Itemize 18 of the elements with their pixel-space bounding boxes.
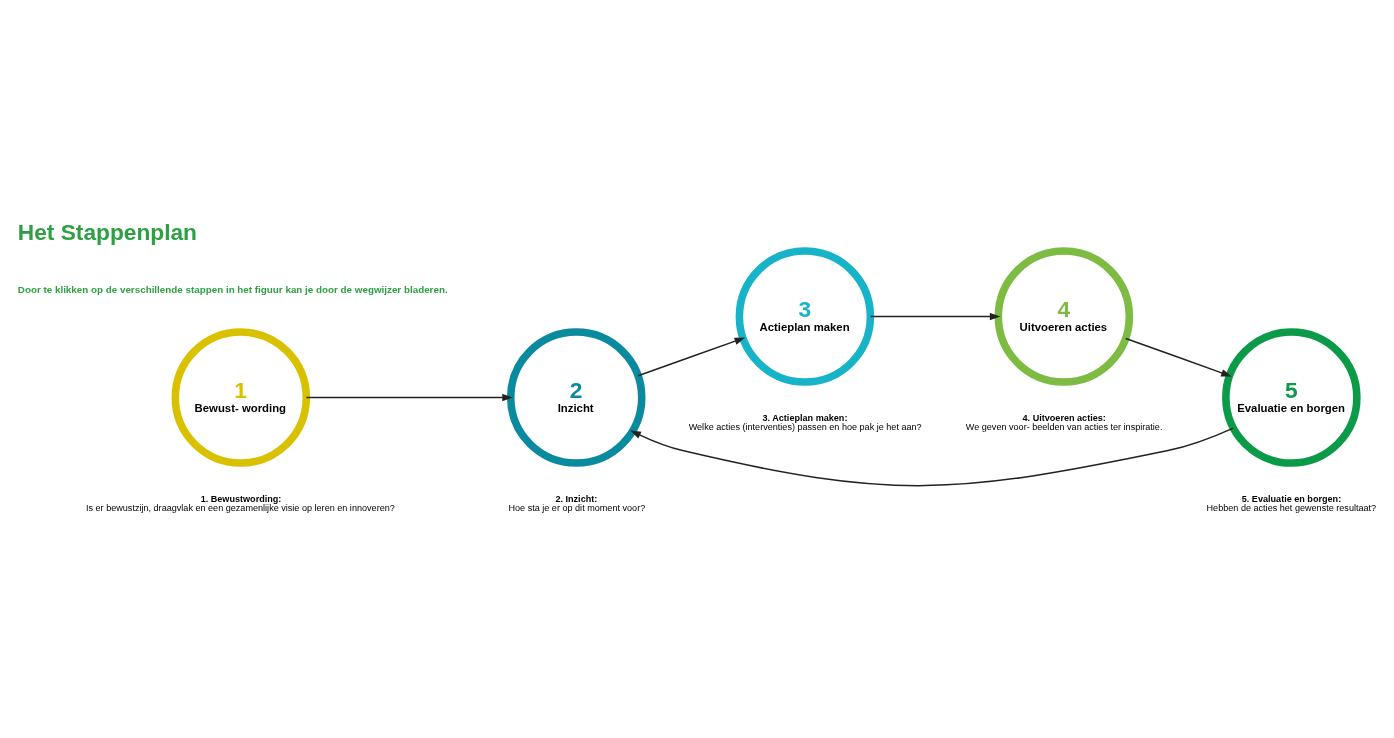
diagram-title: Het Stappenplan bbox=[17, 219, 197, 246]
arrow bbox=[637, 337, 746, 377]
label: Door te klikken op de verschillende stappen in het figuur kan je door de wegwijzer bladeren. bbox=[17, 283, 448, 295]
node-label: 3. Actieplan maken: bbox=[762, 412, 848, 423]
node-circle: 2 Inzicht bbox=[506, 328, 646, 467]
node-label: We geven voor- beelden van acties ter inspiratie. bbox=[965, 421, 1163, 432]
arrow bbox=[305, 393, 513, 402]
node-label: 2. Inzicht: bbox=[555, 493, 598, 504]
node-circle: 4 Uitvoeren acties bbox=[994, 247, 1134, 386]
arrow bbox=[1125, 337, 1232, 377]
node-circle: 1 Bewust- wording bbox=[171, 328, 311, 467]
node-label: 4. Uitvoeren acties: bbox=[1022, 412, 1106, 423]
node-label: Hoe sta je er op dit moment voor? bbox=[508, 502, 646, 513]
node-label: Is er bewustzijn, draagvlak en een gezamenlijke visie op leren en innoveren? bbox=[85, 502, 395, 513]
arrow bbox=[869, 312, 1001, 321]
node-label: 1. Bewustwording: bbox=[200, 493, 282, 504]
arrow bbox=[630, 427, 1234, 487]
node-label: 5. Evaluatie en borgen: bbox=[1241, 493, 1342, 504]
